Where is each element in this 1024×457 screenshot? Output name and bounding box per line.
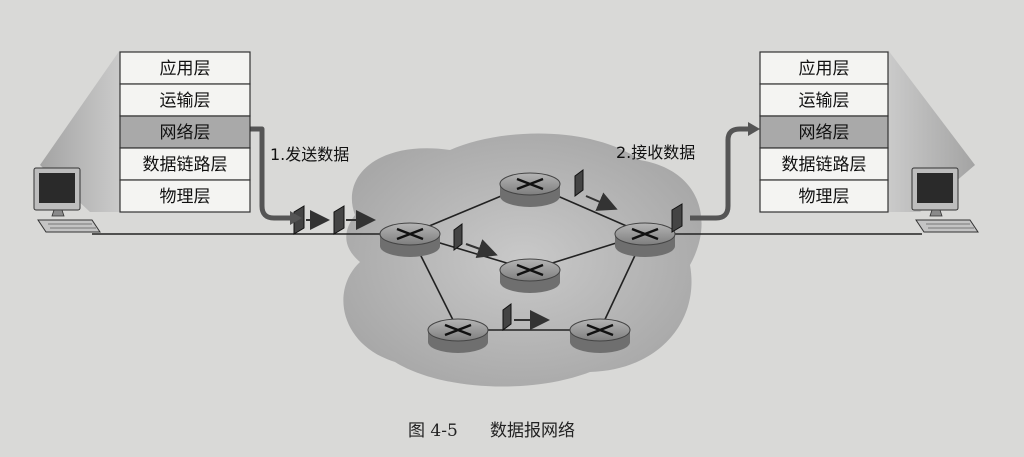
right-layer-network — [759, 115, 889, 149]
send-arrow-icon — [250, 126, 290, 221]
receive-arrow-head-icon — [748, 122, 760, 136]
figure-title: 数据报网络 — [490, 421, 575, 441]
left-layer-link-label: 数据链路层 — [143, 155, 228, 175]
figure-number: 图 4-5 — [408, 421, 458, 441]
computer-icon — [33, 167, 101, 233]
right-layer-physical-label: 物理层 — [799, 187, 850, 207]
left-layer-network — [119, 115, 251, 149]
right-layer-transport — [759, 83, 889, 117]
router-icon — [499, 258, 561, 293]
left-layer-application — [119, 51, 251, 85]
right-layer-application-label: 应用层 — [799, 59, 850, 79]
right-layer-link-label: 数据链路层 — [782, 155, 867, 175]
left-layer-physical-label: 物理层 — [160, 187, 211, 207]
right-protocol-stack: 应用层 运输层 网络层 数据链路层 物理层 — [759, 51, 889, 213]
router-icon — [379, 222, 441, 257]
packet-icon — [671, 203, 683, 233]
left-layer-transport-label: 运输层 — [160, 91, 211, 111]
receive-arrow-icon — [690, 126, 748, 221]
packet-icon — [333, 205, 376, 235]
right-layer-physical — [759, 179, 889, 213]
router-icon — [569, 318, 631, 353]
left-layer-network-label: 网络层 — [160, 123, 211, 143]
left-layer-link — [119, 147, 251, 181]
left-layer-transport — [119, 83, 251, 117]
packet-icon — [502, 303, 550, 331]
router-icon — [427, 318, 489, 353]
left-layer-application-label: 应用层 — [160, 59, 211, 79]
right-layer-network-label: 网络层 — [799, 123, 850, 143]
receive-data-label: 2.接收数据 — [616, 143, 695, 162]
send-data-label: 1.发送数据 — [270, 145, 349, 164]
send-arrow-head-icon — [290, 211, 302, 225]
left-protocol-stack: 应用层 运输层 网络层 数据链路层 物理层 — [119, 51, 251, 213]
packet-icon — [293, 205, 330, 235]
router-icon — [499, 172, 561, 207]
left-layer-physical — [119, 179, 251, 213]
right-layer-application — [759, 51, 889, 85]
router-icon — [614, 222, 676, 257]
right-layer-transport-label: 运输层 — [799, 91, 850, 111]
packet-icon — [574, 169, 618, 211]
packet-icon — [453, 223, 498, 259]
computer-icon — [911, 167, 979, 233]
